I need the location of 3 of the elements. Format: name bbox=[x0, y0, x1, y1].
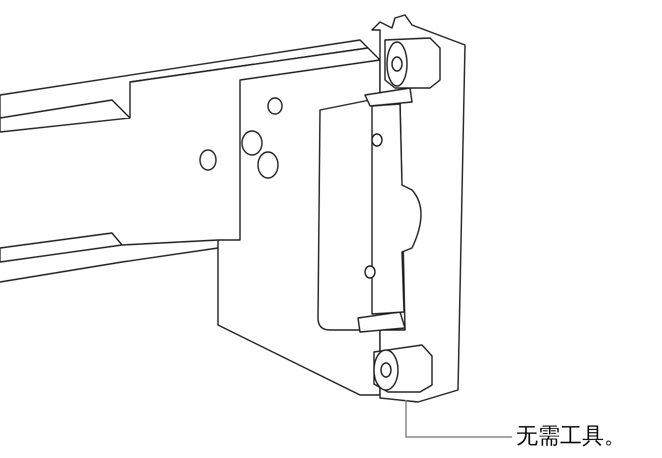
callout-text: 无需工具。 bbox=[516, 424, 626, 450]
leader-line bbox=[405, 400, 512, 438]
rail-bracket-drawing bbox=[0, 14, 466, 403]
